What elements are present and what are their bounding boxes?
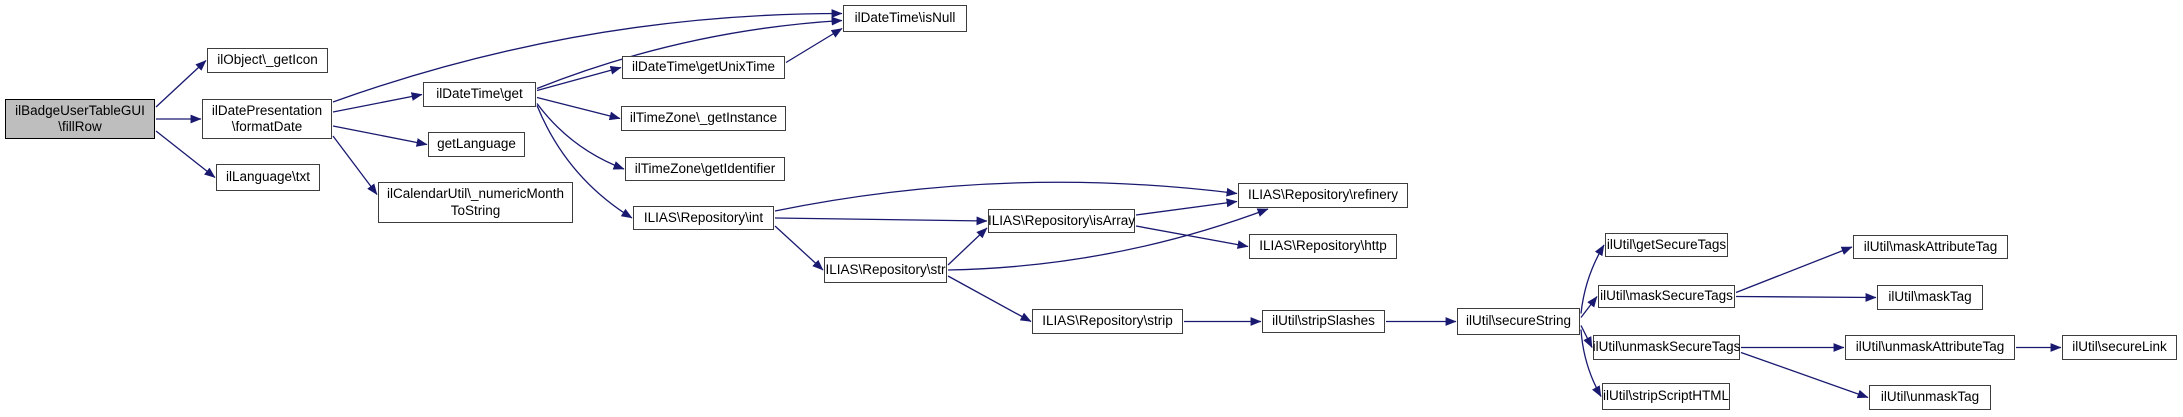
- graph-node-fill-row: ilBadgeUserTableGUI \fillRow: [5, 99, 155, 139]
- graph-edge-date-time-get-to-is-null: [536, 16, 843, 90]
- graph-node-unmask-secure-tags[interactable]: ilUtil\unmaskSecureTags: [1593, 335, 1740, 360]
- graph-edge-get-unix-time-to-is-null: [785, 27, 843, 64]
- graph-edge-format-date-to-is-null: [332, 9, 843, 103]
- graph-node-strip-slashes[interactable]: ilUtil\stripSlashes: [1262, 310, 1385, 333]
- graph-edge-repo-is-array-to-repo-http: [1135, 225, 1249, 249]
- graph-edge-mask-secure-tags-to-mask-attribute-tag: [1735, 246, 1853, 294]
- graph-node-mask-tag[interactable]: ilUtil\maskTag: [1877, 285, 1983, 310]
- graph-edge-secure-string-to-mask-secure-tags: [1580, 296, 1598, 318]
- graph-node-get-unix-time[interactable]: ilDateTime\getUnixTime: [622, 56, 785, 79]
- graph-node-repo-is-array[interactable]: ILIAS\Repository\isArray: [988, 209, 1135, 233]
- graph-edge-unmask-secure-tags-to-unmask-tag: [1740, 351, 1869, 399]
- graph-edge-date-time-get-to-repo-int: [536, 105, 633, 219]
- graph-edge-date-time-get-to-get-unix-time: [536, 66, 622, 92]
- graph-node-repo-http[interactable]: ILIAS\Repository\http: [1249, 234, 1397, 259]
- graph-node-strip-script-html[interactable]: ilUtil\stripScriptHTML: [1602, 383, 1730, 410]
- graph-edge-fill-row-to-txt: [155, 130, 216, 179]
- graph-node-format-date[interactable]: ilDatePresentation \formatDate: [202, 99, 332, 139]
- graph-edge-secure-string-to-unmask-secure-tags: [1580, 325, 1593, 348]
- graph-node-date-time-get[interactable]: ilDateTime\get: [423, 82, 536, 107]
- graph-edge-repo-str-to-repo-refinery: [947, 208, 1269, 271]
- graph-edge-date-time-get-to-get-identifier: [536, 103, 625, 170]
- graph-edge-format-date-to-date-time-get: [332, 92, 423, 113]
- graph-node-txt[interactable]: ilLanguage\txt: [216, 164, 320, 191]
- graph-node-get-instance[interactable]: ilTimeZone\_getInstance: [621, 106, 786, 131]
- graph-edge-repo-str-to-repo-strip: [947, 275, 1032, 323]
- graph-node-get-identifier[interactable]: ilTimeZone\getIdentifier: [625, 157, 785, 181]
- graph-node-get-language[interactable]: getLanguage: [428, 132, 525, 157]
- graph-edge-mask-secure-tags-to-mask-tag: [1735, 293, 1877, 302]
- graph-edge-repo-is-array-to-repo-refinery: [1135, 198, 1238, 216]
- graph-edge-format-date-to-get-language: [332, 125, 428, 147]
- graph-node-unmask-tag[interactable]: ilUtil\unmaskTag: [1869, 385, 1991, 410]
- graph-node-numeric-month[interactable]: ilCalendarUtil\_numericMonth ToString: [378, 182, 573, 223]
- graph-edge-repo-str-to-repo-is-array: [947, 227, 988, 266]
- graph-edge-repo-int-to-repo-refinery: [774, 181, 1238, 212]
- graph-node-is-null[interactable]: ilDateTime\isNull: [843, 5, 967, 32]
- graph-node-unmask-attribute-tag[interactable]: ilUtil\unmaskAttributeTag: [1845, 335, 2015, 360]
- graph-node-mask-attribute-tag[interactable]: ilUtil\maskAttributeTag: [1853, 235, 2008, 259]
- graph-edge-format-date-to-numeric-month: [332, 135, 378, 195]
- graph-edge-fill-row-to-get-icon: [155, 60, 207, 108]
- graph-node-repo-int[interactable]: ILIAS\Repository\int: [633, 206, 774, 230]
- graph-node-mask-secure-tags[interactable]: ilUtil\maskSecureTags: [1598, 285, 1735, 308]
- graph-node-repo-strip[interactable]: ILIAS\Repository\strip: [1032, 309, 1183, 334]
- graph-edge-repo-int-to-repo-is-array: [774, 216, 988, 226]
- graph-node-secure-link[interactable]: ilUtil\secureLink: [2062, 335, 2177, 360]
- graph-edge-secure-string-to-strip-script-html: [1580, 329, 1602, 397]
- graph-node-secure-string[interactable]: ilUtil\secureString: [1457, 308, 1580, 335]
- graph-node-get-icon[interactable]: ilObject\_getIcon: [207, 48, 328, 73]
- graph-node-get-secure-tags[interactable]: ilUtil\getSecureTags: [1605, 233, 1728, 257]
- graph-node-repo-str[interactable]: ILIAS\Repository\str: [824, 257, 947, 283]
- graph-node-repo-refinery[interactable]: ILIAS\Repository\refinery: [1238, 183, 1408, 208]
- graph-edge-repo-int-to-repo-str: [774, 225, 824, 271]
- graph-edge-secure-string-to-get-secure-tags: [1580, 244, 1605, 314]
- graph-edge-date-time-get-to-get-instance: [536, 96, 621, 121]
